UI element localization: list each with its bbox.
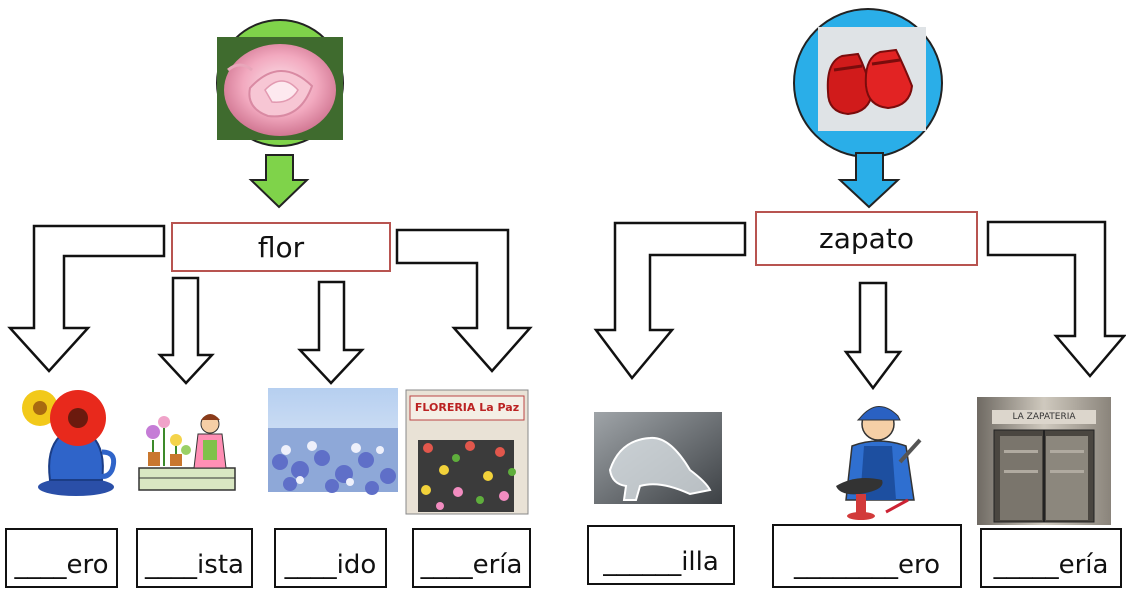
answer-suffix: ería [1058, 550, 1109, 580]
answer-blank: ____ [420, 550, 473, 580]
root-word-label: zapato [819, 222, 914, 255]
flower-shop [405, 389, 529, 515]
answer-blank: ________ [793, 550, 898, 580]
answer-blank: ____ [145, 550, 198, 580]
shoe-store-sign: LA ZAPATERIA [1012, 412, 1076, 422]
arrow-to-glass-slipper [593, 221, 747, 381]
answer-blank: ____ [284, 550, 337, 580]
answer-suffix: ero [66, 550, 109, 580]
answer-box-flor-ero[interactable]: ____ero [5, 528, 118, 588]
answer-suffix: illa [681, 547, 719, 577]
root-word-flor: flor [171, 222, 391, 272]
flower-vase [22, 390, 117, 496]
answer-box-zapato-illa[interactable]: ______illa [587, 525, 735, 585]
left-down-arrow [248, 154, 310, 209]
root-word-zapato: zapato [755, 211, 978, 266]
answer-box-flor-ista[interactable]: ____ista [136, 528, 253, 588]
florist-stand [138, 414, 236, 491]
arrow-to-flower-vase [7, 224, 166, 373]
answer-suffix: ista [197, 550, 244, 580]
arrow-to-flower-shop [395, 228, 533, 373]
answer-suffix: ero [897, 550, 941, 580]
answer-blank: ______ [603, 547, 682, 577]
arrow-to-florist [157, 276, 215, 385]
answer-box-zapato-eria[interactable]: _____ería [980, 528, 1122, 588]
flower-field [268, 388, 398, 495]
arrow-to-shoemaker [843, 281, 903, 391]
answer-box-flor-eria[interactable]: ____ería [412, 528, 531, 588]
arrow-to-flower-field [297, 280, 365, 385]
right-down-arrow [837, 152, 901, 209]
answer-suffix: ido [336, 550, 377, 580]
answer-blank: _____ [993, 550, 1059, 580]
answer-blank: ____ [14, 550, 67, 580]
rose-photo [217, 37, 343, 140]
flower-shop-sign: FLORERIA La Paz [414, 401, 520, 414]
shoemaker [836, 406, 922, 520]
arrow-to-shoe-store [986, 220, 1126, 378]
answer-suffix: ería [472, 550, 523, 580]
answer-box-zapato-ero[interactable]: ________ero [772, 524, 962, 588]
root-word-label: flor [257, 230, 305, 264]
glass-slipper [594, 412, 722, 504]
shoe-store [977, 397, 1111, 525]
answer-box-flor-ido[interactable]: ____ido [274, 528, 387, 588]
red-shoes-photo [818, 27, 926, 131]
